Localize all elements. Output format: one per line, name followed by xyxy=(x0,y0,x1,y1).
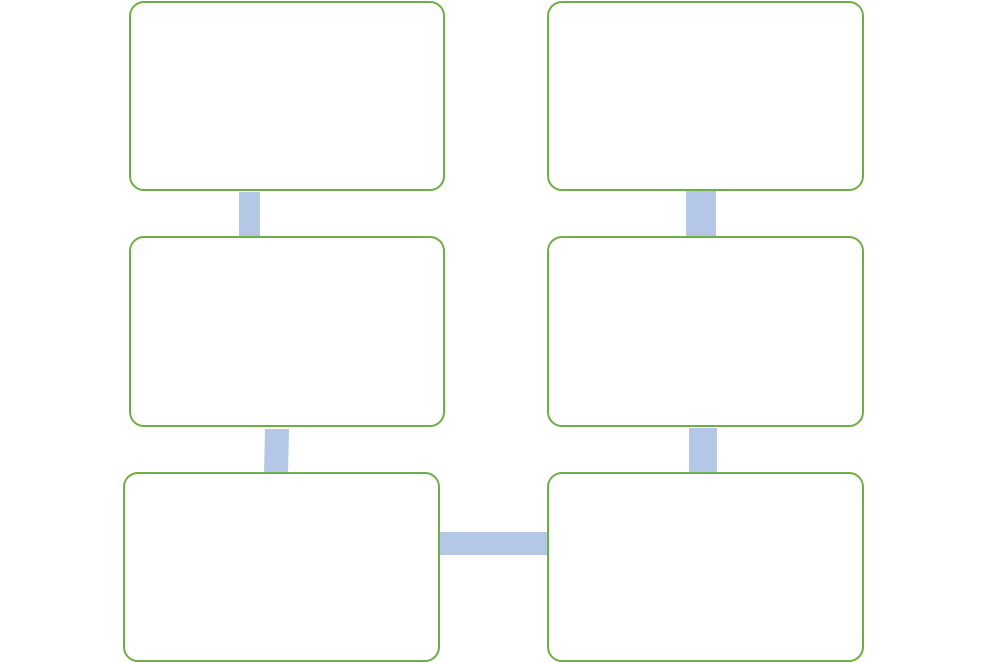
connector-mid-left-to-bottom-left xyxy=(264,429,289,474)
box-bottom-left xyxy=(123,472,440,662)
connector-bottom-left-to-bottom-right xyxy=(438,532,547,555)
box-bottom-right xyxy=(547,472,864,662)
box-middle-left xyxy=(129,236,445,427)
connector-mid-right-to-bottom-right xyxy=(689,428,717,474)
box-middle-right xyxy=(547,236,864,427)
box-top-right xyxy=(547,1,864,191)
box-top-left xyxy=(129,1,445,191)
connector-top-left-to-mid-left xyxy=(239,192,260,238)
connector-top-right-to-mid-right xyxy=(686,191,716,238)
